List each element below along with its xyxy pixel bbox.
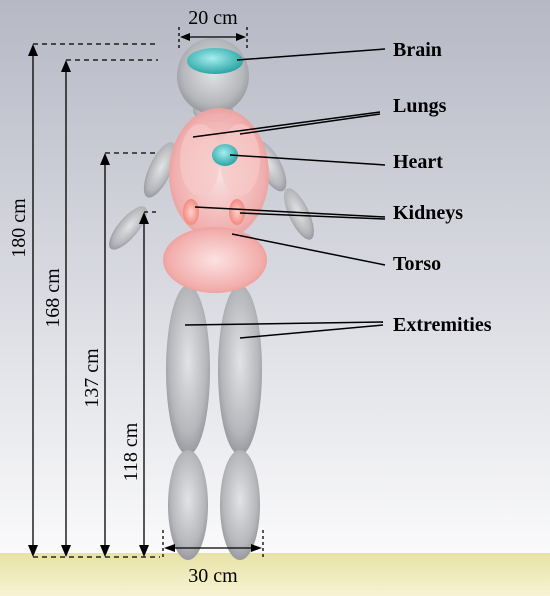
left-shin xyxy=(168,450,208,560)
label-height-180: 180 cm xyxy=(8,198,30,258)
height-dimensions xyxy=(32,43,160,558)
leader-lungs-right xyxy=(239,113,381,135)
phantom-body xyxy=(109,38,314,560)
label-height-137: 137 cm xyxy=(81,348,103,408)
foot-width-dimension xyxy=(162,530,264,560)
label-brain: Brain xyxy=(393,39,442,61)
right-lung xyxy=(220,124,260,196)
heart-organ xyxy=(212,144,238,166)
label-kidneys: Kidneys xyxy=(393,202,463,224)
label-head-width: 20 cm xyxy=(188,7,238,29)
label-lungs: Lungs xyxy=(393,95,447,117)
dim-arrowheads xyxy=(28,44,149,557)
torso-ellipsoid xyxy=(163,227,267,293)
leader-extremities-left xyxy=(184,321,384,326)
left-lower-arm xyxy=(109,206,147,250)
leader-kidneys-left xyxy=(194,206,386,218)
leader-torso xyxy=(231,233,386,266)
leader-heart xyxy=(229,154,386,166)
left-upper-arm xyxy=(143,142,177,198)
label-height-118: 118 cm xyxy=(120,422,142,481)
right-kidney xyxy=(229,199,245,225)
leader-brain xyxy=(236,48,386,61)
brain-organ xyxy=(187,48,243,74)
label-height-168: 168 cm xyxy=(42,268,64,328)
head-width-dimension xyxy=(178,27,248,48)
label-extremities: Extremities xyxy=(393,314,492,336)
leader-lines xyxy=(184,48,386,339)
left-thigh xyxy=(166,285,210,455)
label-foot-width: 30 cm xyxy=(188,565,238,587)
right-shin xyxy=(220,450,260,560)
label-torso: Torso xyxy=(393,253,441,275)
right-lower-arm xyxy=(284,188,314,240)
left-lung xyxy=(180,124,220,196)
leader-extremities-right xyxy=(239,324,384,339)
label-heart: Heart xyxy=(393,151,443,173)
floor xyxy=(0,553,550,596)
left-kidney xyxy=(183,199,199,225)
leader-kidneys-right xyxy=(239,212,386,220)
right-thigh xyxy=(218,285,262,455)
leader-lungs-left xyxy=(192,111,381,138)
